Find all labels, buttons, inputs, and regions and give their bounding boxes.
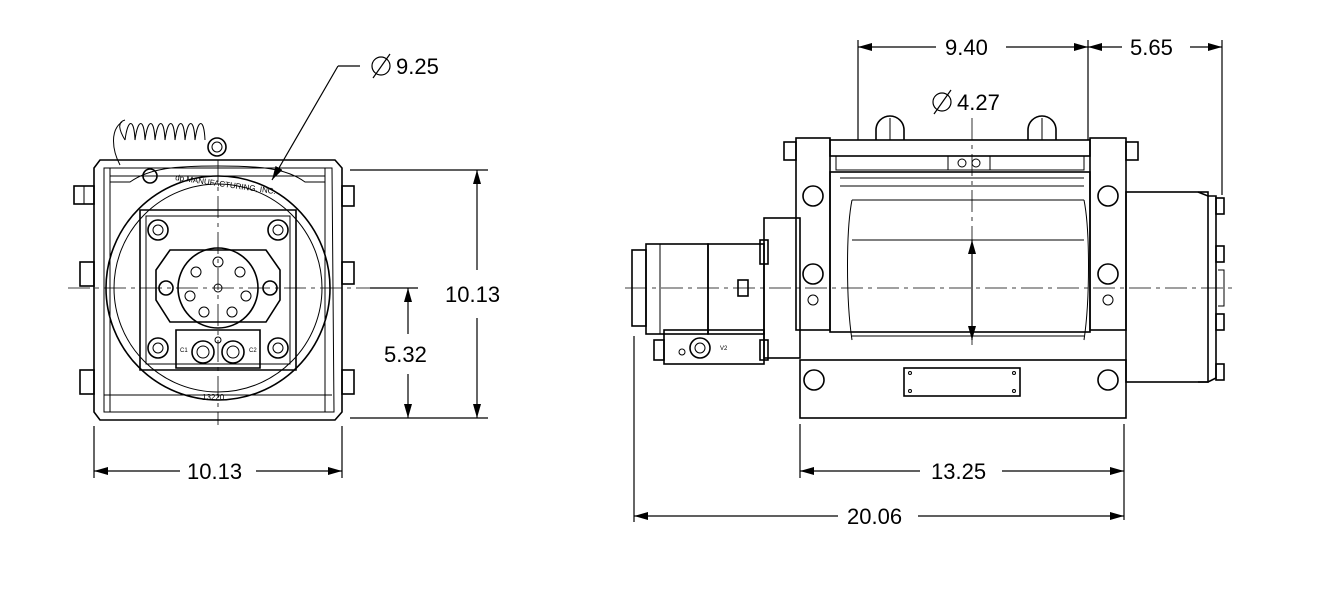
- front-diameter-label: 9.25: [396, 54, 439, 79]
- svg-text:C1: C1: [180, 348, 188, 354]
- valve-block: V2: [653, 329, 765, 365]
- front-width-label: 10.13: [187, 459, 242, 484]
- overall-length-label: 20.06: [847, 504, 902, 529]
- top-span-label: 9.40: [945, 35, 988, 60]
- housing-bolts-right: [341, 185, 355, 395]
- svg-text:C2: C2: [249, 348, 257, 354]
- diameter-symbol: [371, 53, 391, 79]
- front-view: dp MANUFACTURING, INC.: [68, 53, 500, 484]
- drum-circle: [105, 175, 331, 401]
- housing-bolts-left: [73, 185, 95, 395]
- hydraulic-motor: [631, 217, 801, 361]
- side-view: V2: [625, 35, 1232, 529]
- right-upright: [1089, 137, 1139, 331]
- base-frame: [799, 359, 1127, 419]
- mount-bolts: [147, 219, 289, 359]
- base-length-label: 13.25: [931, 459, 986, 484]
- svg-text:V2: V2: [720, 346, 728, 352]
- front-height-label: 10.13: [445, 282, 500, 307]
- part-number: 13220: [202, 393, 225, 402]
- spring-cable: [113, 119, 227, 166]
- right-span-label: 5.65: [1130, 35, 1173, 60]
- left-upright: [783, 137, 831, 331]
- drum-diameter-label: 4.27: [957, 90, 1000, 115]
- drum: [829, 171, 1091, 341]
- center-height-label: 5.32: [384, 342, 427, 367]
- drum-diameter-symbol: [932, 89, 952, 115]
- gearbox: [1125, 191, 1225, 383]
- motor-ports: [184, 256, 252, 318]
